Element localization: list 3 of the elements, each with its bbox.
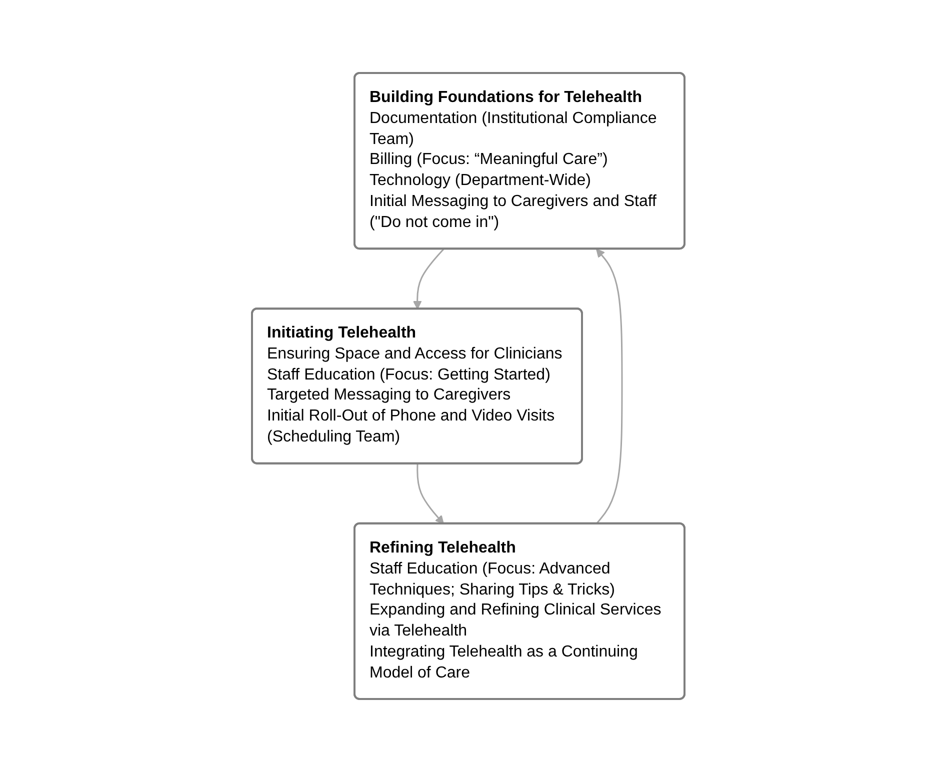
arrow [596, 248, 623, 524]
arrow [413, 248, 444, 310]
arrow [416, 464, 444, 524]
